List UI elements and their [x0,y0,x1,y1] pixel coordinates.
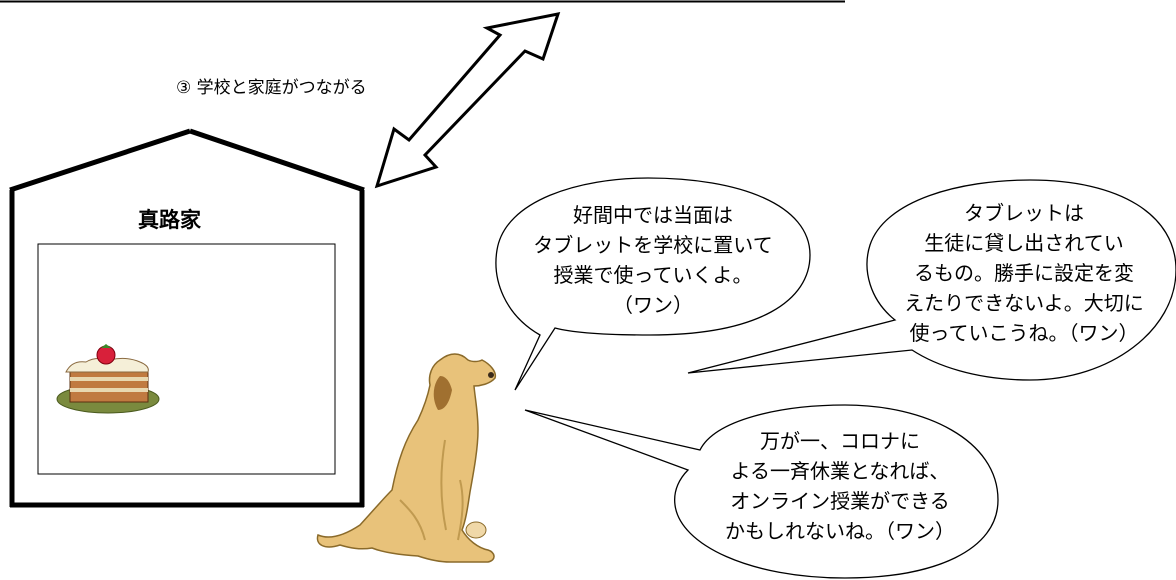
house-name-label: 真路家 [138,208,201,232]
dog-illustration [316,353,497,563]
bubble-3-text: 万が一、コロナに よる一斉休業となれば、 オンライン授業ができる かもしれないね… [690,426,990,546]
double-arrow-icon [374,12,561,189]
bubble-1-line: （ワン） [613,293,693,317]
bubble-2-line: タブレットは [964,201,1084,225]
bubble-3-line: 万が一、コロナに [760,429,920,453]
cake-icon [56,344,160,414]
bubble-2-line: 生徒に貸し出されてい [924,231,1124,255]
bubble-1-text: 好間中では当面は タブレットを学校に置いて 授業で使っていくよ。 （ワン） [505,200,801,320]
bubble-2-text: タブレットは 生徒に貸し出されてい るもの。勝手に設定を変 えたりできないよ。大… [878,198,1170,348]
bubble-2-shape [687,179,1176,381]
bubble-3-line: かもしれないね。（ワン） [725,519,955,543]
bubble-1-line: 好間中では当面は [573,203,733,227]
house [9,128,365,508]
bubble-1-line: 授業で使っていくよ。 [553,263,753,287]
bubble-3-shape [524,404,999,579]
bubble-3-line: よる一斉休業となれば、 [730,459,950,483]
bubble-2-line: えたりできないよ。大切に [904,291,1144,315]
bubble-3-line: オンライン授業ができる [730,489,950,513]
connection-caption: ③ 学校と家庭がつながる [176,78,367,98]
bubble-2-line: るもの。勝手に設定を変 [914,261,1134,285]
bubble-2-line: 使っていこうね。（ワン） [909,321,1139,345]
house-window [37,243,336,475]
bubble-1-line: タブレットを学校に置いて [533,233,773,257]
bubble-1-shape [495,177,811,391]
